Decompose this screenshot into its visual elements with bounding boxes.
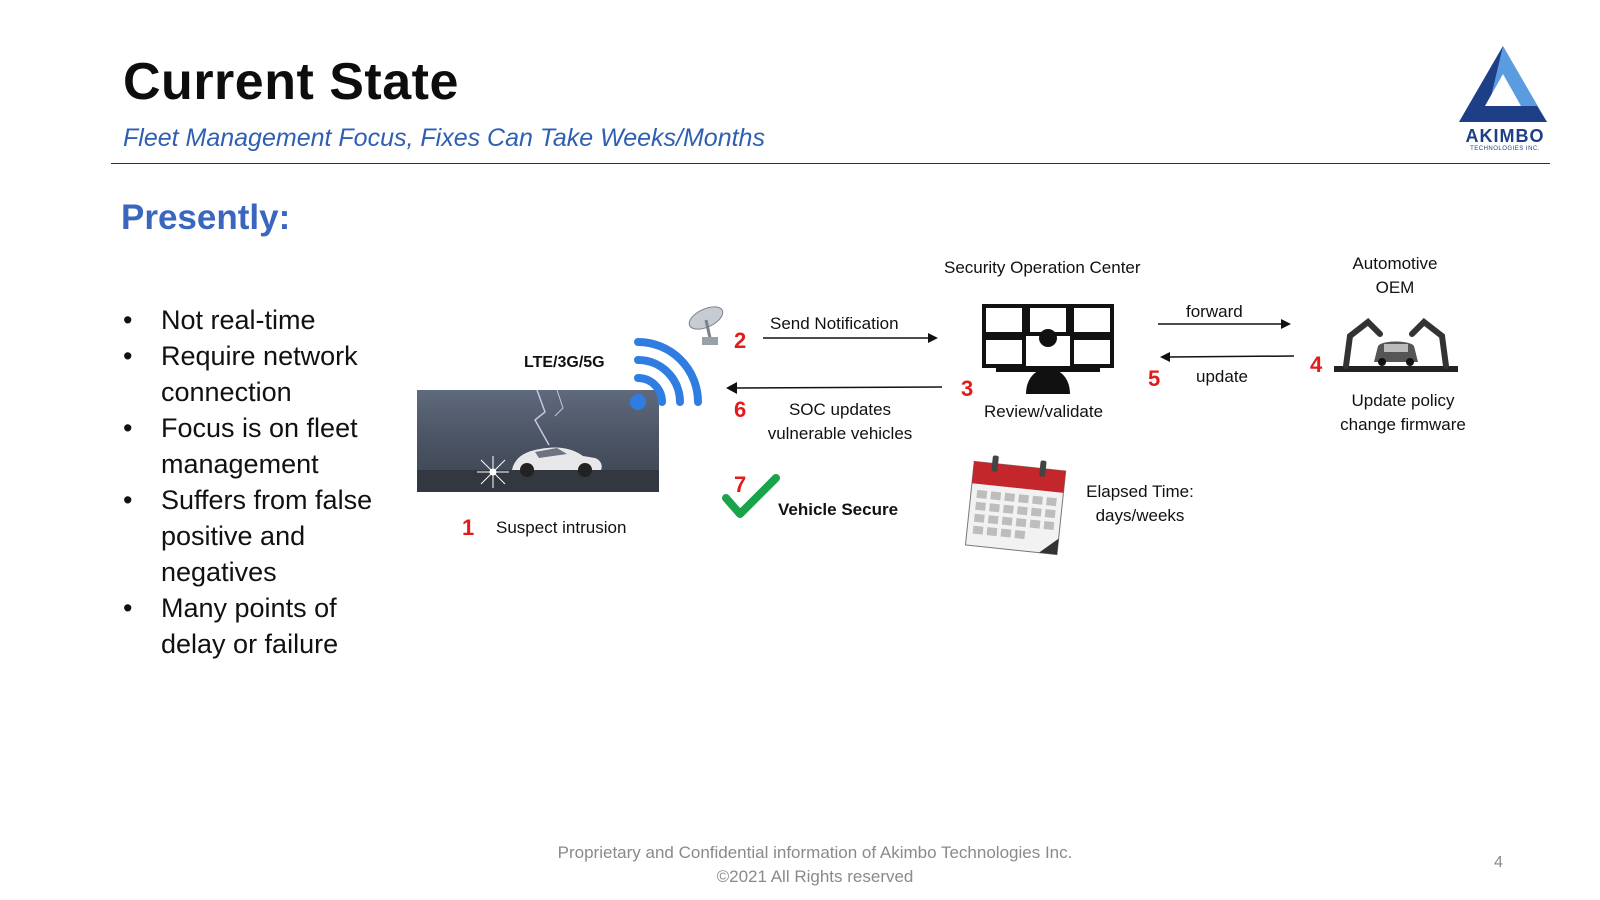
oem-title-line1: Automotive bbox=[1340, 252, 1450, 276]
bullet-item: Focus is on fleet management bbox=[120, 410, 400, 482]
elapsed-time-label: Elapsed Time: days/weeks bbox=[1070, 480, 1210, 528]
page-title: Current State bbox=[123, 52, 459, 112]
oem-title-line2: OEM bbox=[1340, 276, 1450, 300]
bullet-list: Not real-time Require network connection… bbox=[120, 302, 400, 662]
calendar-icon bbox=[960, 452, 1072, 556]
network-label: LTE/3G/5G bbox=[524, 354, 605, 372]
footer-line1: Proprietary and Confidential information… bbox=[490, 841, 1140, 865]
step-6-label-line2: vulnerable vehicles bbox=[740, 422, 940, 446]
step-4-label-line2: change firmware bbox=[1318, 413, 1488, 437]
header-divider bbox=[111, 163, 1550, 164]
soc-title: Security Operation Center bbox=[944, 258, 1141, 278]
bullet-item: Many points of delay or failure bbox=[120, 590, 400, 662]
step-6-label: SOC updates vulnerable vehicles bbox=[740, 398, 940, 446]
company-logo: AKIMBO TECHNOLOGIES INC. bbox=[1455, 44, 1555, 156]
update-arrow bbox=[0, 0, 1, 1]
bullet-item: Not real-time bbox=[120, 302, 400, 338]
step-7-number: 7 bbox=[734, 472, 746, 498]
step-2-number: 2 bbox=[734, 328, 746, 354]
triangle-logo-icon bbox=[1455, 44, 1555, 124]
step-4-number: 4 bbox=[1310, 352, 1322, 378]
step-2-label: Send Notification bbox=[770, 314, 899, 334]
step-4-label-line1: Update policy bbox=[1318, 389, 1488, 413]
lightning-icon bbox=[535, 390, 549, 445]
wifi-signal-icon bbox=[626, 340, 696, 420]
checkmark-icon bbox=[722, 474, 782, 524]
satellite-dish-icon bbox=[686, 304, 730, 348]
page-subtitle: Fleet Management Focus, Fixes Can Take W… bbox=[123, 124, 765, 153]
bullet-item: Require network connection bbox=[120, 338, 400, 410]
step-3-label: Review/validate bbox=[984, 402, 1103, 422]
step-5-number: 5 bbox=[1148, 366, 1160, 392]
car-image bbox=[417, 390, 659, 492]
elapsed-time-line2: days/weeks bbox=[1070, 504, 1210, 528]
bullet-item: Suffers from false positive and negative… bbox=[120, 482, 400, 590]
section-heading: Presently: bbox=[121, 198, 290, 238]
oem-title: Automotive OEM bbox=[1340, 252, 1450, 300]
robotic-assembly-icon bbox=[1334, 312, 1458, 374]
forward-label: forward bbox=[1186, 302, 1243, 322]
step-4-label: Update policy change firmware bbox=[1318, 389, 1488, 437]
footer-line2: ©2021 All Rights reserved bbox=[490, 865, 1140, 889]
logo-wordmark: AKIMBO bbox=[1457, 126, 1553, 147]
page-number: 4 bbox=[1494, 854, 1503, 872]
security-operation-center-icon bbox=[982, 304, 1114, 394]
step-1-label: Suspect intrusion bbox=[496, 518, 626, 538]
step-1-number: 1 bbox=[462, 515, 474, 541]
step-7-label: Vehicle Secure bbox=[778, 500, 898, 520]
intrusion-spark-icon bbox=[477, 456, 509, 488]
elapsed-time-line1: Elapsed Time: bbox=[1070, 480, 1210, 504]
logo-tagline: TECHNOLOGIES INC. bbox=[1457, 146, 1553, 152]
footer-notice: Proprietary and Confidential information… bbox=[490, 841, 1140, 889]
step-6-label-line1: SOC updates bbox=[740, 398, 940, 422]
step-3-number: 3 bbox=[961, 376, 973, 402]
step-5-label: update bbox=[1196, 367, 1248, 387]
